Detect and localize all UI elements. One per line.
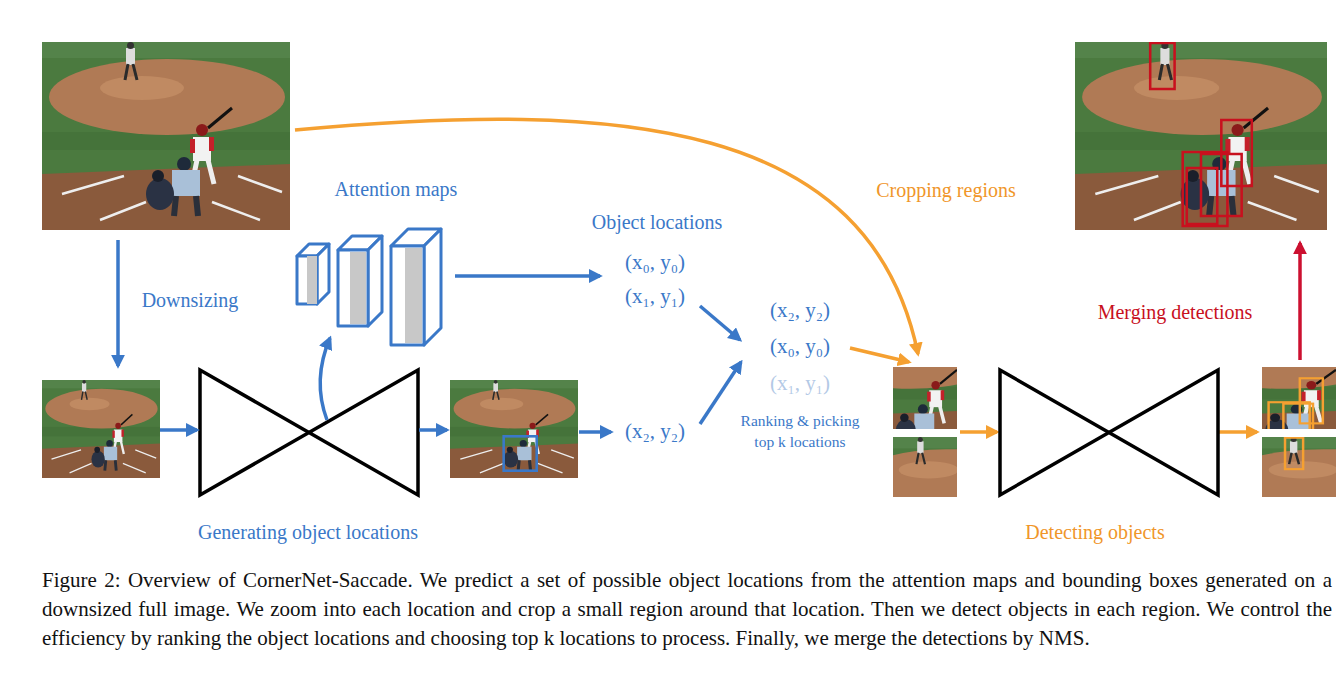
art-rect <box>1300 378 1323 423</box>
label-holder: Ranking & picking top k locations <box>730 410 870 452</box>
label-holder: Merging detections <box>1098 300 1253 324</box>
art-g <box>1150 43 1252 226</box>
bbox-photo <box>450 380 578 478</box>
stage-label: Generating object locations <box>198 520 418 544</box>
label-holder: (x₂, y₂) <box>770 298 830 323</box>
art-path <box>700 306 740 340</box>
label-holder: Cropping regions <box>876 178 1015 202</box>
art-rect <box>1283 404 1313 436</box>
art-path <box>160 428 197 432</box>
art-use <box>42 380 160 478</box>
coordinate-label: (x₁, y₁) <box>625 284 685 309</box>
art-use <box>822 323 998 455</box>
art-rect <box>350 252 366 324</box>
crop-photo <box>857 437 1033 571</box>
art-rect <box>1150 43 1174 89</box>
art-use <box>42 42 290 230</box>
art-rect <box>307 256 317 304</box>
blue-arrows <box>118 240 741 432</box>
caption-holder: Figure 2: Overview of CornerNet-Saccade.… <box>42 566 1332 653</box>
hourglass-network <box>200 370 418 495</box>
art-rect <box>391 246 424 345</box>
label-holder: Attention maps <box>335 177 458 201</box>
coordinate-label: (x₂, y₂) <box>625 419 685 444</box>
step-label: Ranking & picking top k locations <box>730 410 870 452</box>
figure-caption: Figure 2: Overview of CornerNet-Saccade.… <box>42 566 1332 653</box>
step-label: Cropping regions <box>876 178 1015 202</box>
art-path <box>960 430 997 434</box>
art-path <box>295 119 918 354</box>
label-holder: Object locations <box>592 210 723 234</box>
coordinate-label: (x₂, y₂) <box>770 298 830 323</box>
art-path <box>700 362 741 424</box>
label-holder: (x₀, y₀) <box>770 334 830 359</box>
art-rect <box>405 248 422 343</box>
detected-crop <box>1221 437 1342 571</box>
output-photo <box>1075 42 1327 230</box>
stage-label: Detecting objects <box>1025 520 1164 544</box>
downsized-photo <box>42 380 160 478</box>
component-label: Attention maps <box>335 177 458 201</box>
step-label: Downsizing <box>142 288 239 312</box>
merge-arrow <box>1298 243 1302 360</box>
art-path <box>419 428 447 432</box>
art-use <box>1221 437 1342 571</box>
art-use <box>857 437 1033 571</box>
attention-maps <box>297 229 441 345</box>
label-holder: (x₂, y₂) <box>625 419 685 444</box>
coordinate-label: (x₀, y₀) <box>625 250 685 275</box>
label-holder: (x₁, y₁) <box>770 371 830 396</box>
art-use <box>1180 323 1342 455</box>
art-use <box>1075 42 1327 230</box>
hourglass-network <box>1000 370 1218 495</box>
art-rect <box>1285 438 1303 469</box>
label-holder: Detecting objects <box>1025 520 1164 544</box>
art-rect <box>504 436 537 470</box>
art-path <box>320 338 330 420</box>
detected-crop <box>1180 323 1342 455</box>
label-holder: (x₀, y₀) <box>625 250 685 275</box>
art-path <box>850 348 909 362</box>
art-path <box>455 274 600 278</box>
step-label: Merging detections <box>1098 300 1253 324</box>
label-holder: (x₁, y₁) <box>625 284 685 309</box>
art-path <box>1219 430 1257 434</box>
art-rect <box>1187 168 1217 224</box>
input-photo <box>42 42 290 230</box>
art-path <box>317 244 329 304</box>
coordinate-label: (x₁, y₁) <box>770 371 830 396</box>
art-path <box>116 240 120 366</box>
art-use <box>450 380 578 478</box>
art-rect <box>1201 154 1242 216</box>
art-rect <box>297 256 317 304</box>
art-path <box>579 430 611 434</box>
art-path <box>424 229 441 345</box>
label-holder: Generating object locations <box>198 520 418 544</box>
art-path <box>368 236 382 326</box>
art-rect <box>338 250 368 326</box>
label-holder: Downsizing <box>142 288 239 312</box>
crop-photo <box>822 323 998 455</box>
component-label: Object locations <box>592 210 723 234</box>
coordinate-label: (x₀, y₀) <box>770 334 830 359</box>
